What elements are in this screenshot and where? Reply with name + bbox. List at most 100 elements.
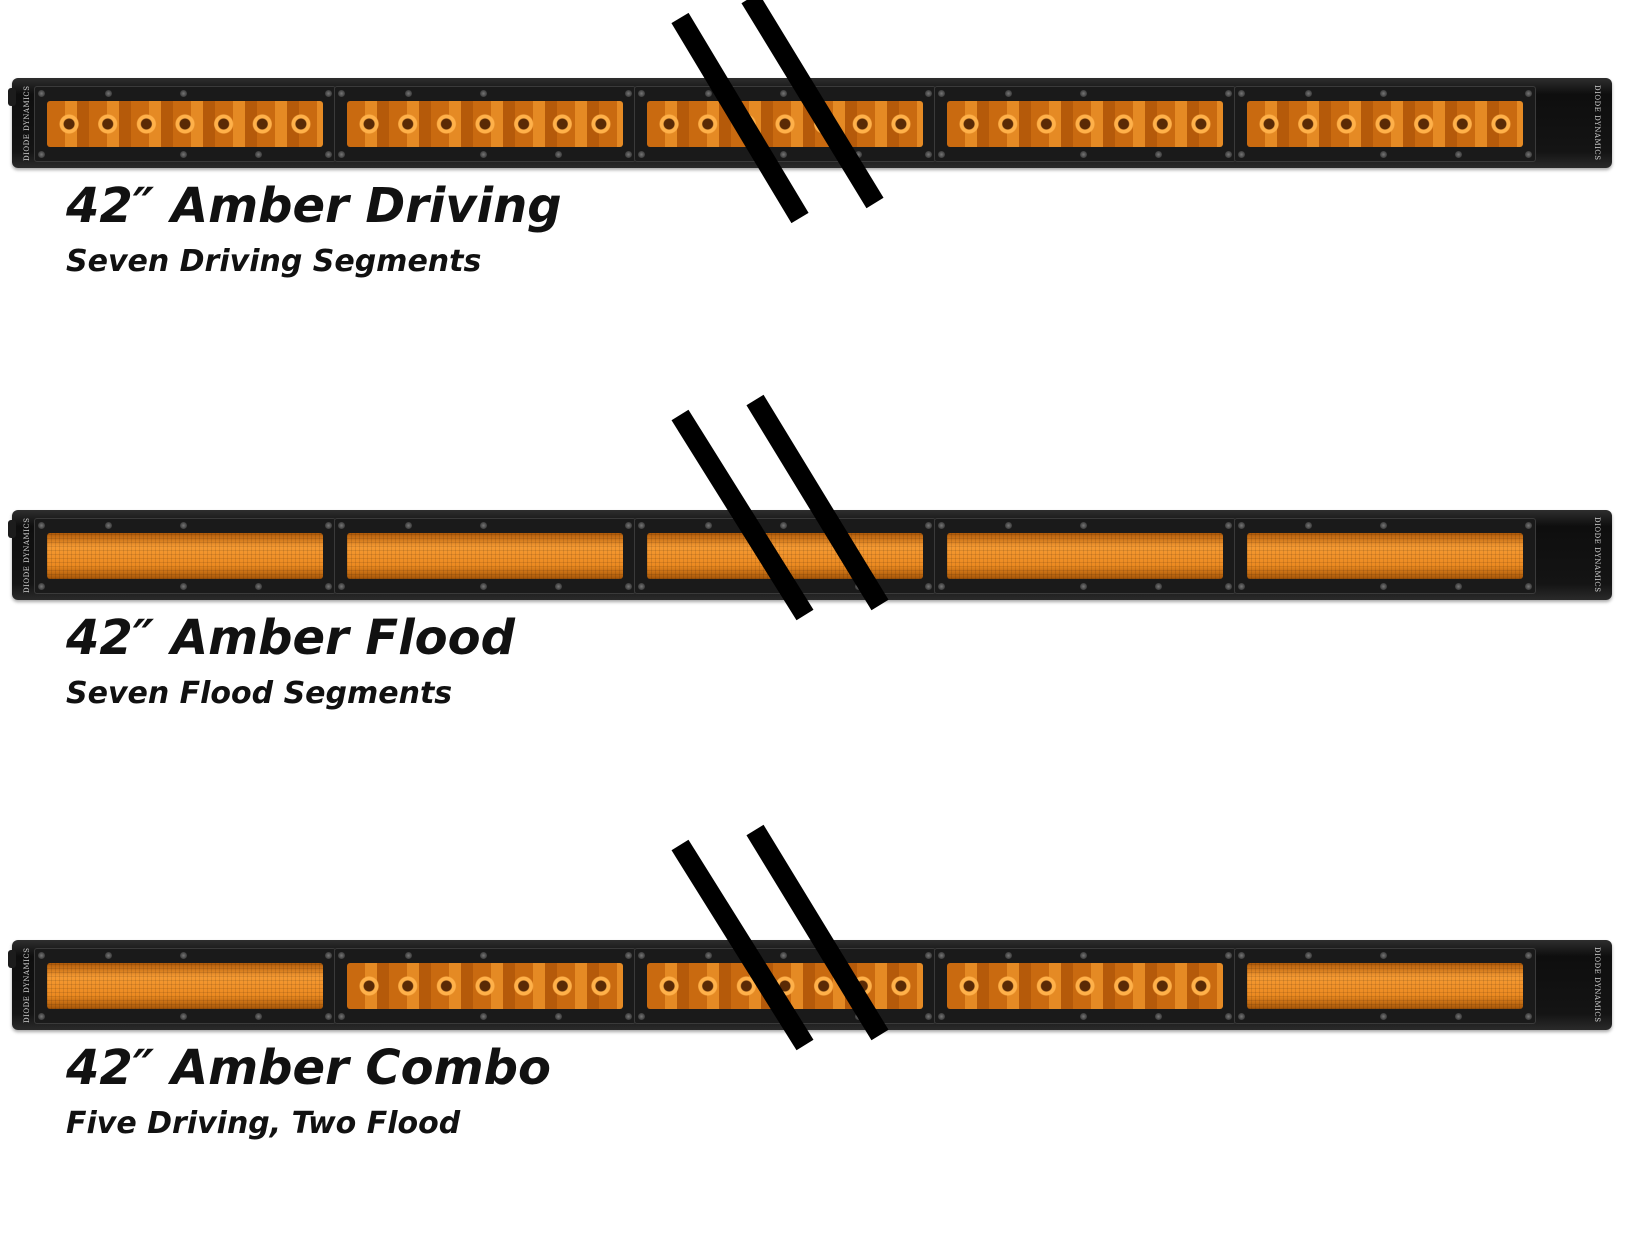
screw-icon	[705, 90, 712, 97]
screw-icon	[180, 90, 187, 97]
screw-icon	[325, 952, 332, 959]
screw-icon	[1525, 522, 1532, 529]
light-module-flood	[34, 948, 336, 1024]
break-mark-icon	[671, 0, 884, 224]
screw-icon	[1238, 522, 1245, 529]
screw-icon	[1225, 583, 1232, 590]
screw-icon	[480, 522, 487, 529]
screw-icon	[1380, 522, 1387, 529]
endcap-logo-right: DIODE DYNAMICS	[1593, 85, 1601, 161]
screw-icon	[625, 583, 632, 590]
screw-icon	[705, 952, 712, 959]
screw-icon	[325, 1013, 332, 1020]
screw-icon	[625, 522, 632, 529]
endcap-logo-right: DIODE DYNAMICS	[1593, 947, 1601, 1023]
screw-icon	[480, 151, 487, 158]
product-subtitle: Five Driving, Two Flood	[66, 1106, 461, 1141]
driving-lens	[647, 101, 923, 147]
mount-knob	[8, 950, 16, 968]
screw-icon	[1380, 1013, 1387, 1020]
screw-icon	[1238, 90, 1245, 97]
screw-icon	[780, 90, 787, 97]
screw-icon	[255, 1013, 262, 1020]
screw-icon	[925, 583, 932, 590]
screw-icon	[480, 952, 487, 959]
screw-icon	[855, 151, 862, 158]
flood-lens	[47, 963, 323, 1009]
product-title: 42″ Amber Driving	[66, 178, 562, 234]
screw-icon	[38, 90, 45, 97]
light-module-flood	[1234, 948, 1536, 1024]
product-title: 42″ Amber Combo	[66, 1040, 551, 1096]
driving-lens	[947, 963, 1223, 1009]
light-module-driving	[934, 86, 1236, 162]
screw-icon	[1005, 522, 1012, 529]
screw-icon	[255, 151, 262, 158]
screw-icon	[1005, 90, 1012, 97]
screw-icon	[938, 952, 945, 959]
screw-icon	[780, 522, 787, 529]
light-module-driving	[334, 948, 636, 1024]
product-title: 42″ Amber Flood	[66, 610, 515, 666]
screw-icon	[338, 151, 345, 158]
screw-icon	[180, 583, 187, 590]
screw-icon	[1380, 583, 1387, 590]
light-module-driving	[334, 86, 636, 162]
screw-icon	[638, 583, 645, 590]
screw-icon	[180, 1013, 187, 1020]
screw-icon	[638, 522, 645, 529]
screw-icon	[1380, 90, 1387, 97]
screw-icon	[1455, 151, 1462, 158]
screw-icon	[38, 522, 45, 529]
light-module-driving	[34, 86, 336, 162]
screw-icon	[105, 90, 112, 97]
screw-icon	[1455, 1013, 1462, 1020]
screw-icon	[1238, 1013, 1245, 1020]
driving-lens	[347, 101, 623, 147]
screw-icon	[338, 583, 345, 590]
screw-icon	[638, 151, 645, 158]
screw-icon	[1225, 151, 1232, 158]
product-subtitle: Seven Flood Segments	[66, 676, 453, 711]
screw-icon	[1005, 952, 1012, 959]
light-module-flood	[334, 518, 636, 594]
flood-lens	[347, 533, 623, 579]
screw-icon	[38, 1013, 45, 1020]
screw-icon	[925, 151, 932, 158]
light-bar: DIODE DYNAMICS DIODE DYNAMICS	[8, 940, 1612, 1030]
mount-knob	[8, 88, 16, 106]
screw-icon	[1305, 522, 1312, 529]
flood-lens	[47, 533, 323, 579]
endcap-logo-right: DIODE DYNAMICS	[1593, 517, 1601, 593]
screw-icon	[180, 952, 187, 959]
light-module-driving	[1234, 86, 1536, 162]
screw-icon	[1080, 1013, 1087, 1020]
screw-icon	[1525, 583, 1532, 590]
screw-icon	[625, 1013, 632, 1020]
screw-icon	[1238, 952, 1245, 959]
flood-lens	[1247, 963, 1523, 1009]
product-subtitle: Seven Driving Segments	[66, 244, 482, 279]
screw-icon	[180, 522, 187, 529]
screw-icon	[1525, 952, 1532, 959]
break-mark-icon	[671, 394, 889, 621]
light-module-driving	[934, 948, 1236, 1024]
screw-icon	[405, 522, 412, 529]
screw-icon	[925, 1013, 932, 1020]
screw-icon	[625, 151, 632, 158]
driving-lens	[1247, 101, 1523, 147]
screw-icon	[480, 583, 487, 590]
flood-lens	[1247, 533, 1523, 579]
screw-icon	[338, 1013, 345, 1020]
screw-icon	[1525, 1013, 1532, 1020]
screw-icon	[938, 583, 945, 590]
screw-icon	[555, 1013, 562, 1020]
light-module-driving	[634, 86, 936, 162]
screw-icon	[1305, 90, 1312, 97]
screw-icon	[938, 90, 945, 97]
screw-icon	[625, 90, 632, 97]
driving-lens	[347, 963, 623, 1009]
screw-icon	[325, 522, 332, 529]
screw-icon	[705, 522, 712, 529]
flood-lens	[947, 533, 1223, 579]
